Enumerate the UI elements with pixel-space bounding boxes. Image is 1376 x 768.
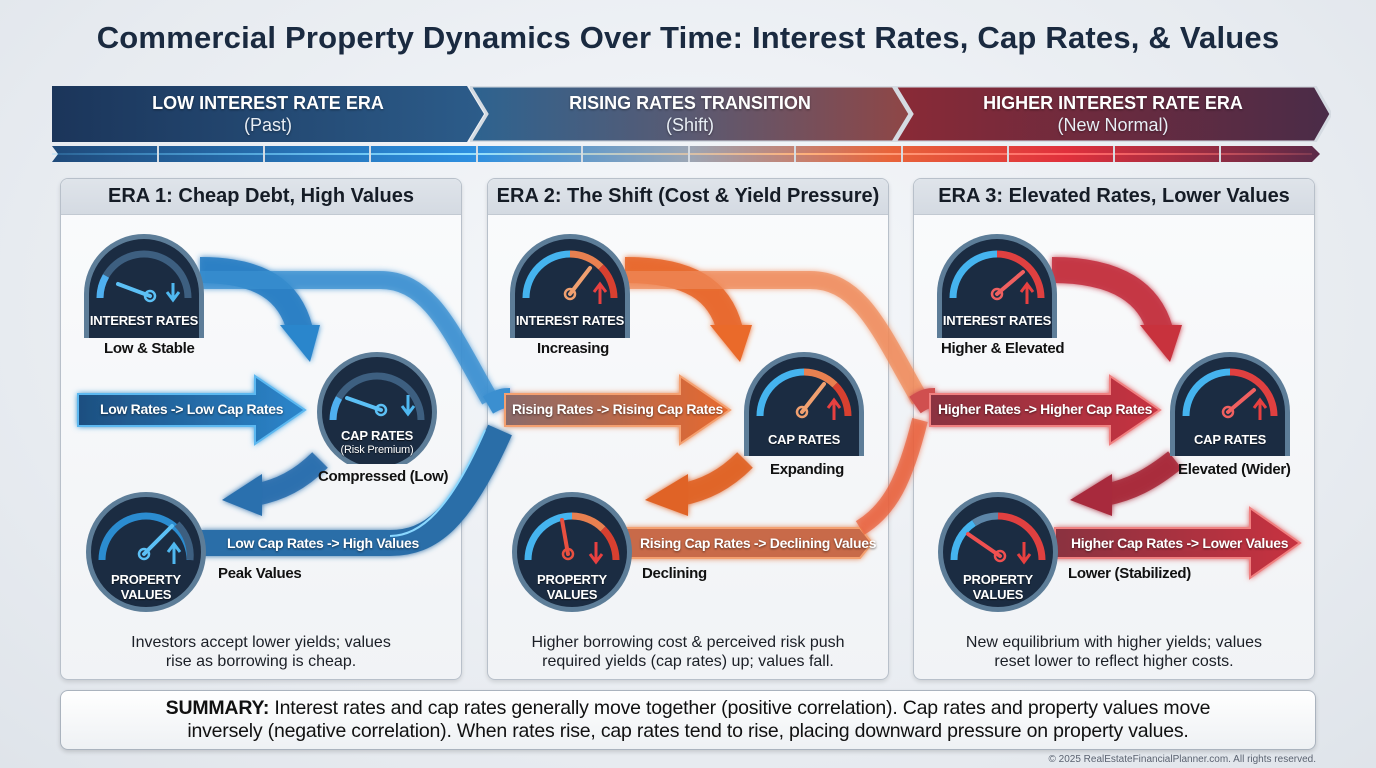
era-1-interest-state: Low & Stable xyxy=(104,340,195,357)
gauge-dial-icon xyxy=(86,492,206,612)
era-2-cap-state: Expanding xyxy=(770,461,844,478)
era-1-sub: (Past) xyxy=(243,115,292,135)
gauge-label: PROPERTY xyxy=(111,572,181,587)
summary-label: SUMMARY: xyxy=(165,697,270,719)
banner-chevron-shape xyxy=(895,86,1331,142)
footer-line: required yields (cap rates) up; values f… xyxy=(542,653,834,670)
era-3-sub: (New Normal) xyxy=(1057,115,1169,135)
era-1-cap-state: Compressed (Low) xyxy=(318,468,449,485)
era-1-property-values-gauge: PROPERTY VALUES xyxy=(82,490,210,614)
timeline-progress-track xyxy=(52,146,1320,162)
banner-chevron-shape xyxy=(52,86,484,142)
gauge-label: INTEREST RATES xyxy=(942,313,1052,328)
era-3-title: ERA 3: Elevated Rates, Lower Values xyxy=(914,179,1314,215)
timeline-era-3: HIGHER INTEREST RATE ERA (New Normal) xyxy=(895,86,1331,142)
summary-text-line1: Interest rates and cap rates generally m… xyxy=(269,697,1211,719)
era-2-heading: RISING RATES TRANSITION xyxy=(569,93,811,113)
arrow-label-era3-rates-cap: Higher Rates -> Higher Cap Rates xyxy=(938,401,1153,417)
gauge-label: PROPERTY xyxy=(537,572,607,587)
footer-line: rise as borrowing is cheap. xyxy=(165,653,357,670)
era-3-footer: New equilibrium with higher yields; valu… xyxy=(914,633,1314,671)
gauge-dial-icon xyxy=(512,492,632,612)
era-1-title: ERA 1: Cheap Debt, High Values xyxy=(61,179,461,215)
gauge-label: VALUES xyxy=(546,587,598,602)
arrow-label-era2-cap-values: Rising Cap Rates -> Declining Values xyxy=(640,535,877,551)
gauge-dial-icon xyxy=(510,234,630,338)
banner-chevron-shape xyxy=(470,86,910,142)
gauge-label: PROPERTY xyxy=(963,572,1033,587)
gauge-dial-icon xyxy=(84,234,204,338)
footer-line: Higher borrowing cost & perceived risk p… xyxy=(531,634,845,651)
era-1-heading: LOW INTEREST RATE ERA xyxy=(152,93,384,113)
page-title: Commercial Property Dynamics Over Time: … xyxy=(96,20,1280,55)
arrow-label-era1-rates-cap: Low Rates -> Low Cap Rates xyxy=(100,401,284,417)
gauge-dial-icon xyxy=(1170,352,1290,456)
era-3-property-values-gauge: PROPERTY VALUES xyxy=(934,490,1062,614)
era-2-property-values-gauge: PROPERTY VALUES xyxy=(508,490,636,614)
gauge-dial-icon xyxy=(317,352,437,464)
era-2-cap-rate-gauge: CAP RATES xyxy=(740,350,868,456)
gauge-sublabel: (Risk Premium) xyxy=(340,444,414,456)
gauge-label: CAP RATES xyxy=(1193,432,1267,447)
footer-line: reset lower to reflect higher costs. xyxy=(994,653,1234,670)
arrow-label-era3-cap-values: Higher Cap Rates -> Lower Values xyxy=(1071,535,1289,551)
gauge-label: CAP RATES xyxy=(767,432,841,447)
era-1-cap-rate-gauge: CAP RATES (Risk Premium) xyxy=(313,350,441,464)
era-3-heading: HIGHER INTEREST RATE ERA xyxy=(983,93,1243,113)
gauge-label: CAP RATES xyxy=(340,428,414,443)
gauge-label: VALUES xyxy=(972,587,1024,602)
gauge-label: INTEREST RATES xyxy=(515,313,625,328)
era-2-title: ERA 2: The Shift (Cost & Yield Pressure) xyxy=(488,179,888,215)
arrow-label-era2-rates-cap: Rising Rates -> Rising Cap Rates xyxy=(512,401,723,417)
timeline-era-1: LOW INTEREST RATE ERA (Past) xyxy=(52,86,484,142)
era-1-values-state: Peak Values xyxy=(218,565,302,582)
era-3-values-state: Lower (Stabilized) xyxy=(1068,565,1191,582)
era-3-interest-state: Higher & Elevated xyxy=(941,340,1065,357)
arrow-label-era1-cap-values: Low Cap Rates -> High Values xyxy=(227,535,419,551)
era-3-cap-state: Elevated (Wider) xyxy=(1178,461,1291,478)
footer-line: New equilibrium with higher yields; valu… xyxy=(965,634,1263,651)
era-2-values-state: Declining xyxy=(642,565,707,582)
footer-line: Investors accept lower yields; values xyxy=(131,634,391,651)
gauge-dial-icon xyxy=(937,234,1057,338)
gauge-dial-icon xyxy=(744,352,864,456)
copyright-notice: © 2025 RealEstateFinancialPlanner.com. A… xyxy=(1048,754,1316,765)
era-1-footer: Investors accept lower yields; values ri… xyxy=(61,633,461,671)
era-2-interest-rate-gauge: INTEREST RATES xyxy=(506,228,634,338)
era-2-sub: (Shift) xyxy=(665,115,714,135)
summary-text-line2: inversely (negative correlation). When r… xyxy=(187,720,1189,742)
gauge-dial-icon xyxy=(938,492,1058,612)
era-2-interest-state: Increasing xyxy=(537,340,610,357)
era-1-interest-rate-gauge: INTEREST RATES xyxy=(80,228,208,338)
timeline-era-2: RISING RATES TRANSITION (Shift) xyxy=(470,86,910,142)
era-3-interest-rate-gauge: INTEREST RATES xyxy=(933,228,1061,338)
gauge-label: INTEREST RATES xyxy=(89,313,199,328)
summary-box: SUMMARY: Interest rates and cap rates ge… xyxy=(60,690,1316,750)
era-2-footer: Higher borrowing cost & perceived risk p… xyxy=(488,633,888,671)
era-3-cap-rate-gauge: CAP RATES xyxy=(1166,350,1294,456)
gauge-label: VALUES xyxy=(120,587,172,602)
